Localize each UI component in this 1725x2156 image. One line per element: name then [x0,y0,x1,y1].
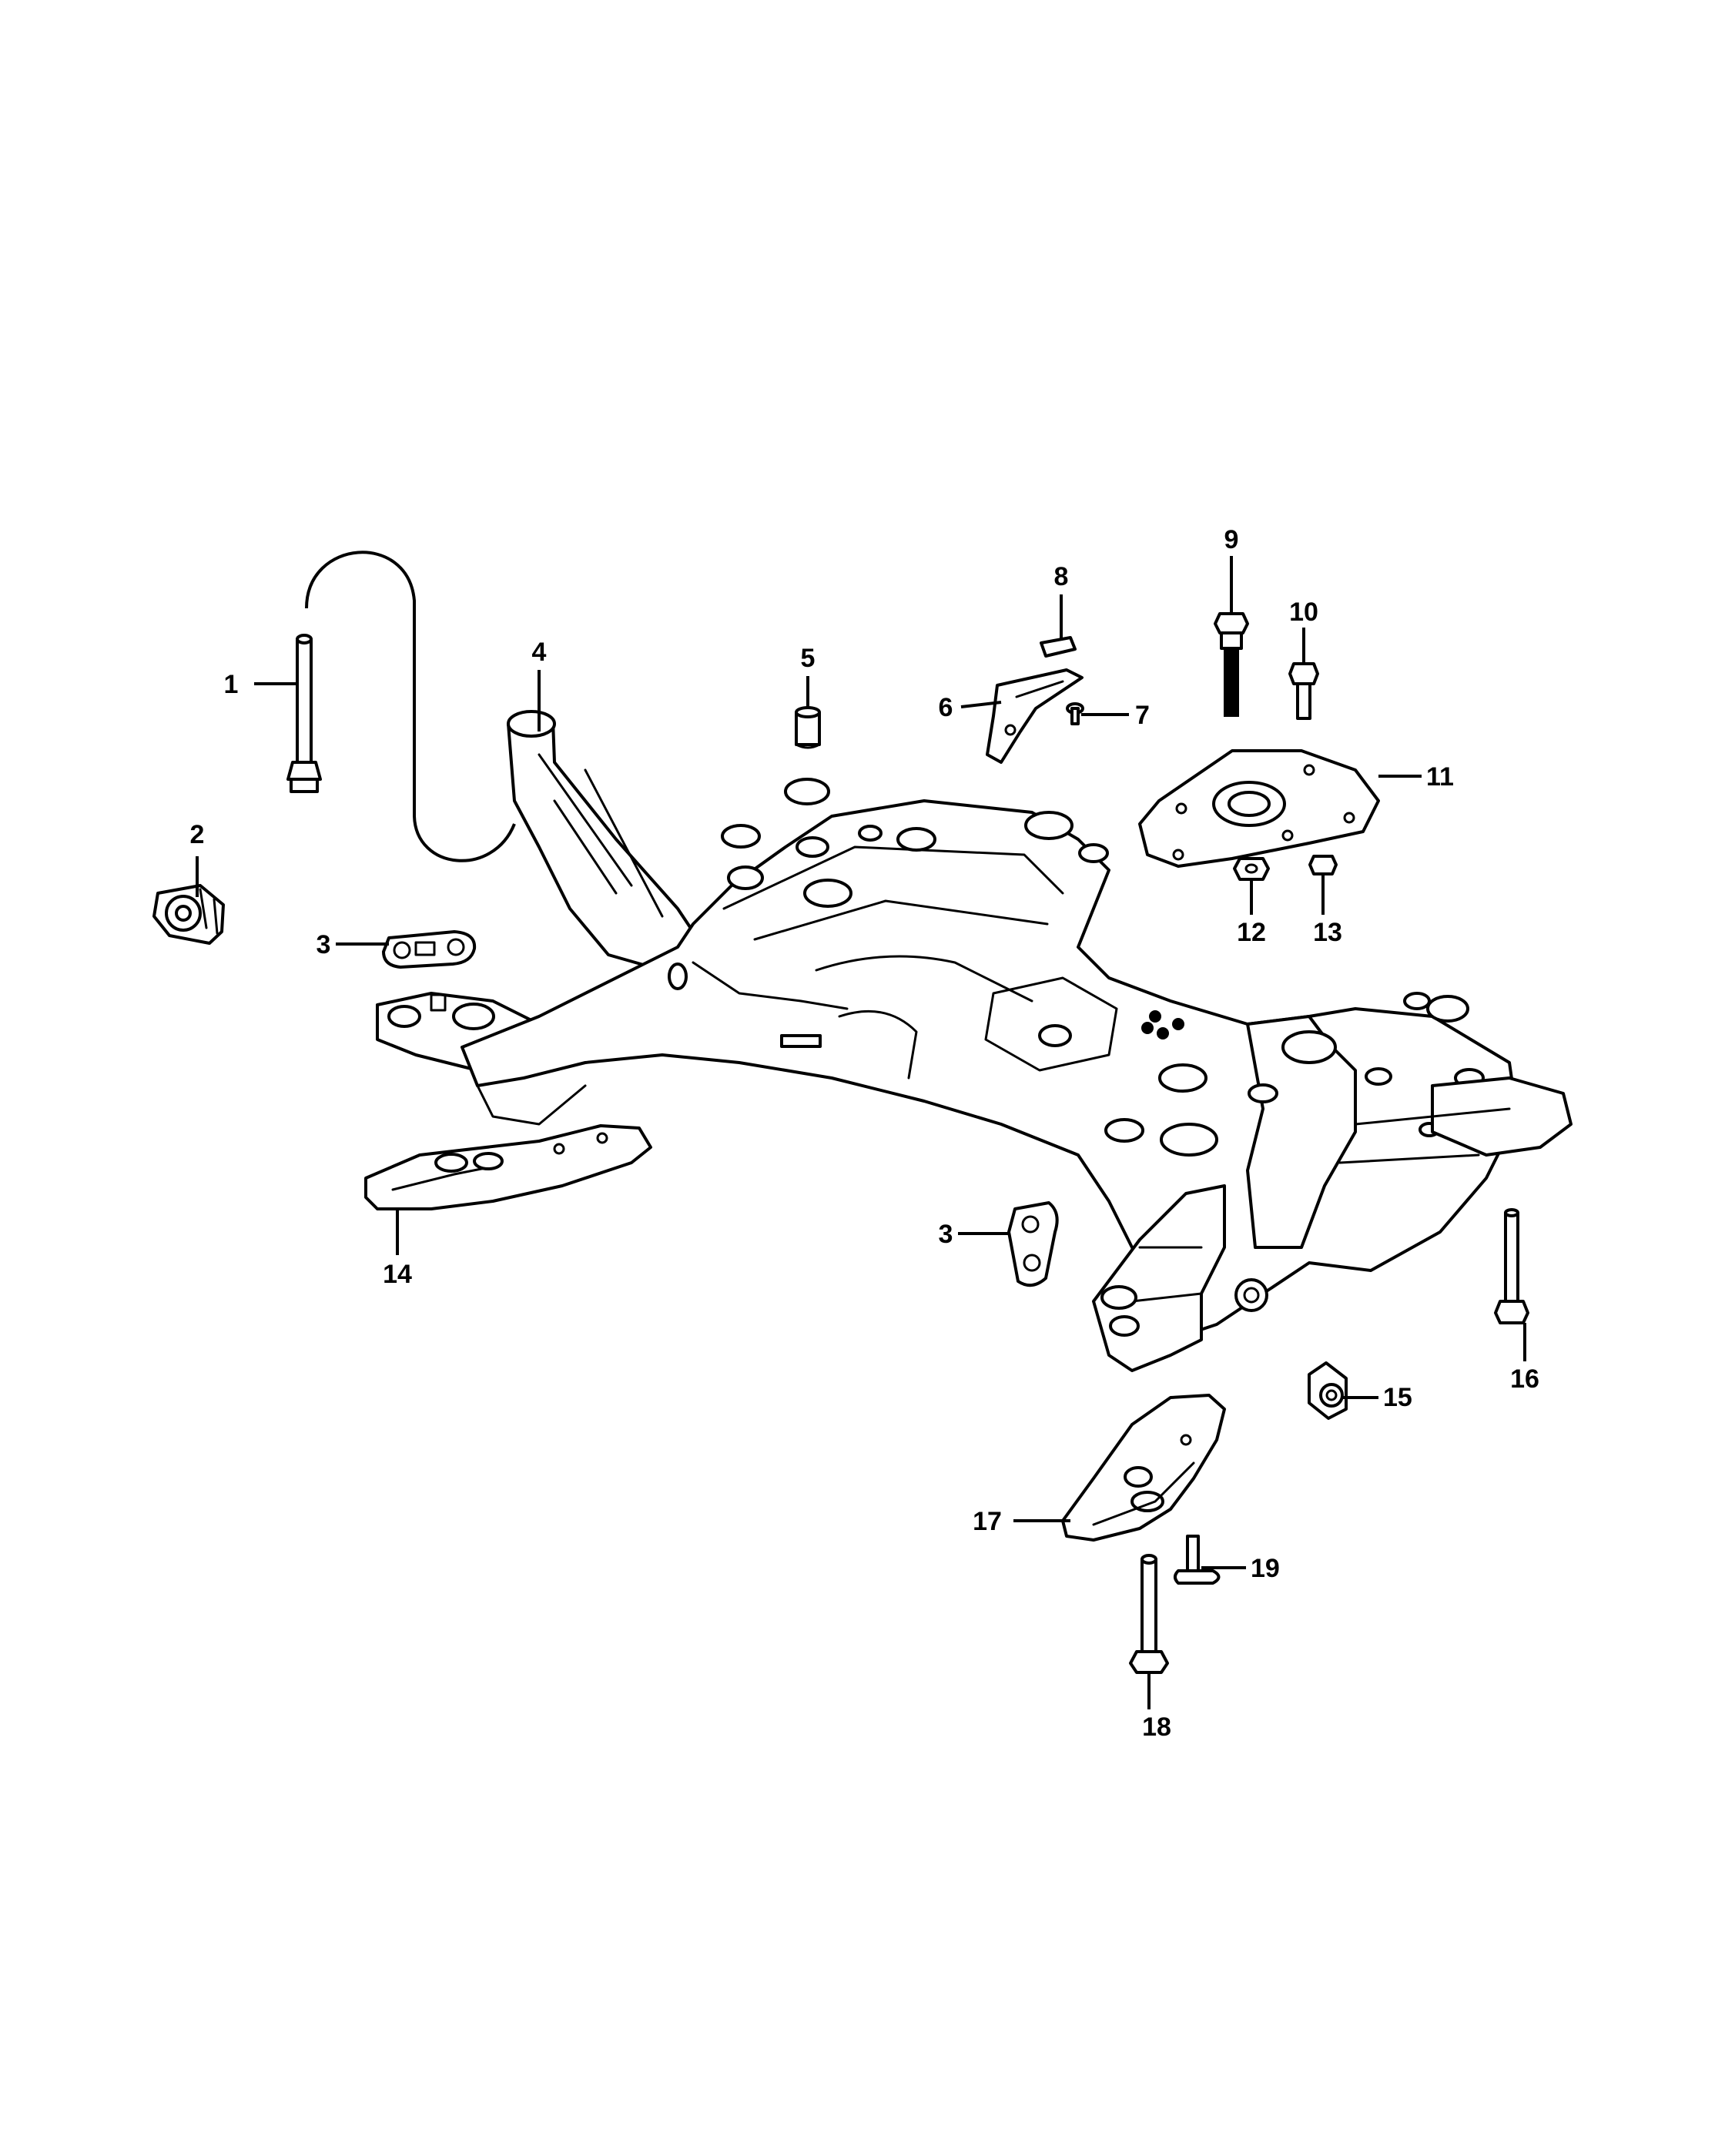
callout-10: 10 [1289,598,1318,627]
part-16-bolt [1494,1208,1529,1324]
callout-17: 17 [973,1507,1002,1536]
callout-9: 9 [1224,525,1239,554]
callout-19: 19 [1251,1554,1280,1583]
part-3-lower-retainer-plate [1007,1201,1059,1287]
callout-14: 14 [383,1260,412,1289]
part-11-mount-bracket [1138,749,1380,868]
part-15-clip-nut [1308,1361,1348,1420]
callout-12: 12 [1237,918,1266,947]
part-18-bolt [1129,1554,1169,1674]
part-8-clip [1040,636,1077,658]
callout-13: 13 [1313,918,1342,947]
callout-5: 5 [801,644,816,673]
callout-7: 7 [1135,701,1150,730]
part-2-clip-nut [152,884,225,945]
part-9-bolt [1214,612,1249,717]
callout-6: 6 [939,693,953,722]
part-5-sleeve [795,706,821,749]
callout-3-upper: 3 [317,930,331,959]
part-3-upper-retainer-plate [382,930,477,969]
callout-2: 2 [190,820,205,849]
part-10-bolt [1288,662,1319,720]
part-4-front-crossmember [376,710,1573,1372]
callout-4: 4 [532,638,547,667]
part-17-insulator-right [1061,1394,1226,1542]
callout-11: 11 [1426,762,1454,792]
part-1-long-bolt [286,551,516,862]
callout-15: 15 [1383,1383,1412,1412]
callout-16: 16 [1510,1364,1539,1394]
part-7-screw [1066,702,1084,725]
callout-18: 18 [1142,1712,1171,1742]
part-14-insulator-left [364,1124,652,1210]
part-13-nut [1308,855,1338,875]
part-12-flange-nut [1233,857,1270,881]
callout-1: 1 [224,670,239,699]
part-6-bracket [986,668,1084,764]
part-19-screw [1174,1535,1221,1585]
callout-labels: 1 2 3 3 4 5 6 7 8 9 10 11 12 13 14 15 16… [190,525,1539,1742]
callout-3-lower: 3 [939,1220,953,1249]
callout-8: 8 [1054,562,1069,591]
leader-lines [196,556,1526,1709]
